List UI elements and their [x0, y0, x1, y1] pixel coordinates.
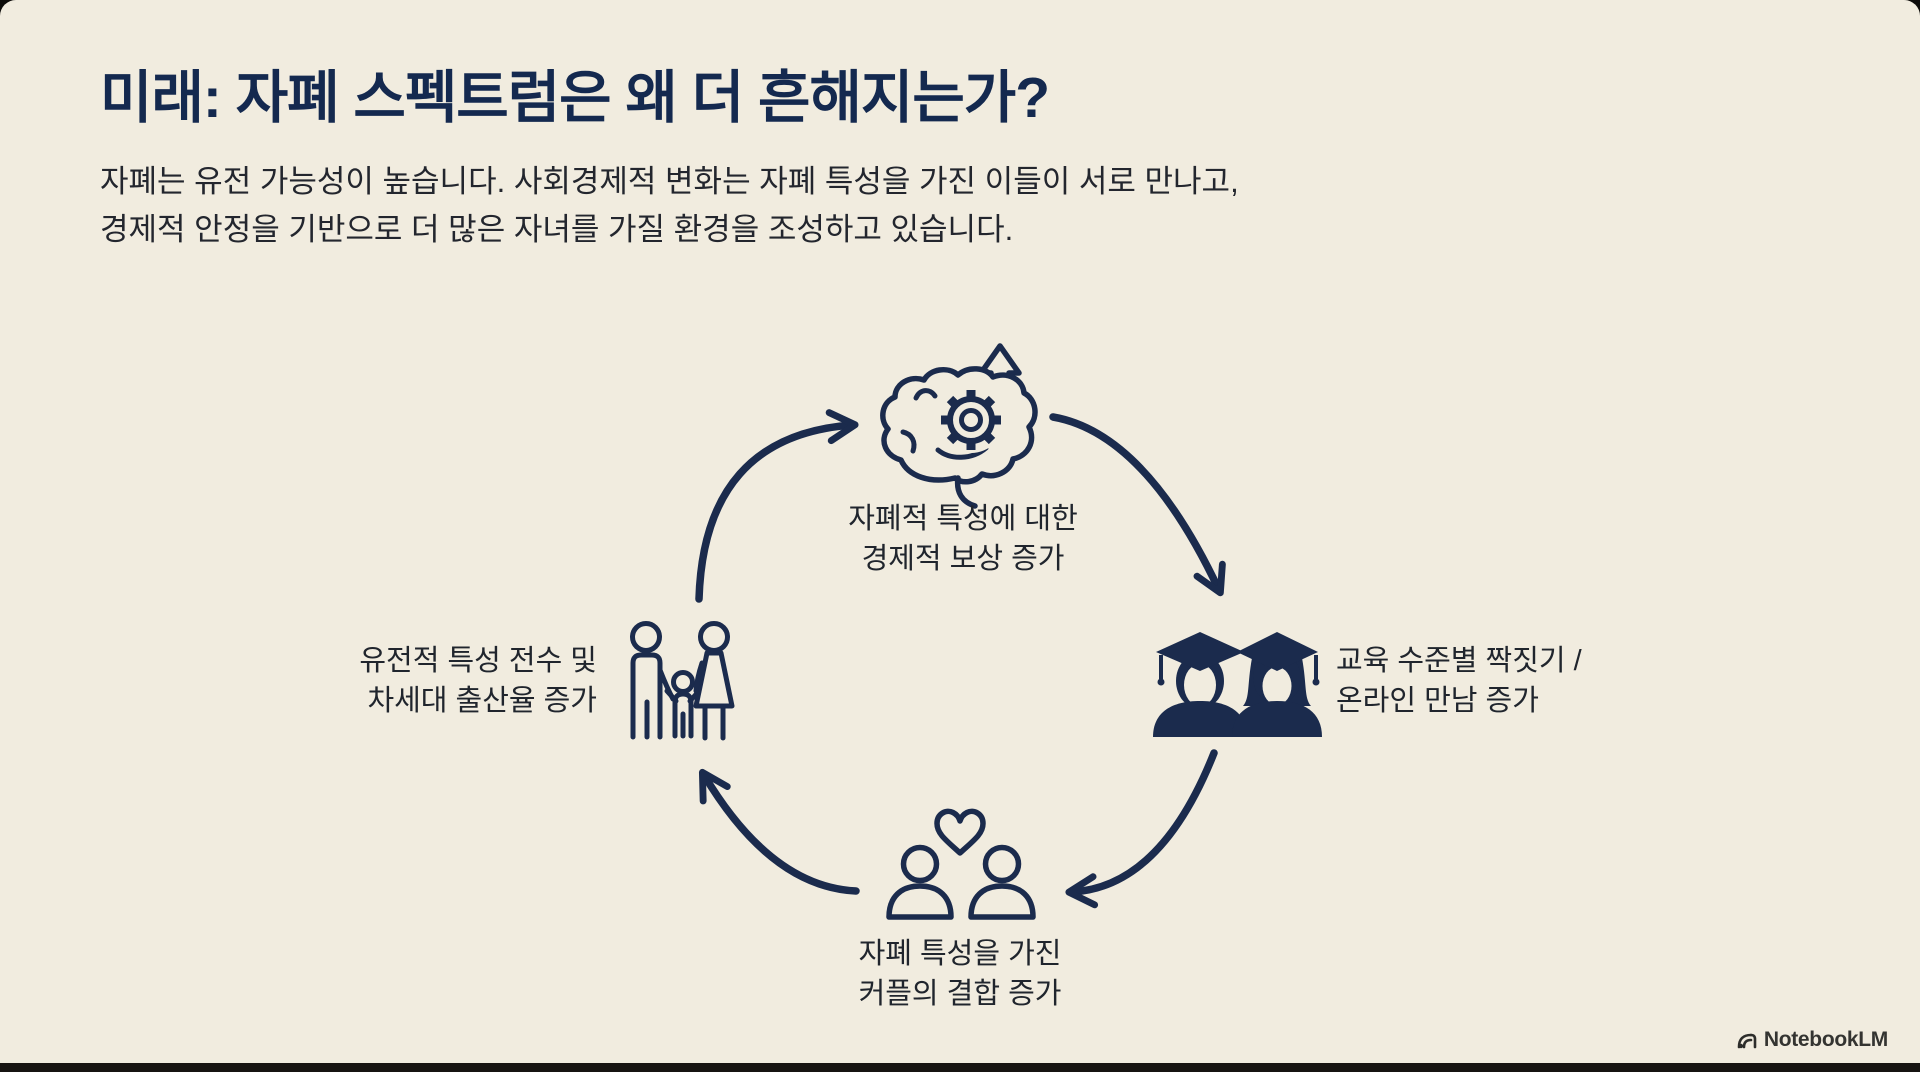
couple-heart-icon	[886, 808, 1036, 920]
label-couple-union-line-1: 자폐 특성을 가진	[858, 938, 1062, 970]
label-assortative-mating-line-1: 교육 수준별 짝짓기 /	[1336, 645, 1582, 677]
graduates-icon	[1153, 632, 1322, 737]
label-economic-reward-line-2: 경제적 보상 증가	[861, 543, 1065, 575]
arrow-brain-to-graduates	[1049, 413, 1226, 597]
label-genetic-transmission-line-2: 차세대 출산율 증가	[367, 685, 597, 717]
label-assortative-mating-line-2: 온라인 만남 증가	[1336, 685, 1539, 717]
label-genetic-transmission-line-1: 유전적 특성 전수 및	[359, 645, 597, 677]
arrow-couple-to-family	[698, 768, 860, 895]
label-economic-reward: 자폐적 특성에 대한 경제적 보상 증가	[763, 499, 1163, 579]
label-couple-union-line-2: 커플의 결합 증가	[858, 978, 1062, 1010]
label-genetic-transmission: 유전적 특성 전수 및 차세대 출산율 증가	[257, 641, 597, 721]
family-icon	[630, 621, 735, 741]
brain-gear-icon	[880, 343, 1038, 509]
subtitle-line-1: 자폐는 유전 가능성이 높습니다. 사회경제적 변화는 자폐 특성을 가진 이들…	[100, 164, 1239, 199]
label-assortative-mating: 교육 수준별 짝짓기 / 온라인 만남 증가	[1336, 641, 1696, 721]
notebooklm-brand-text: NotebookLM	[1763, 1028, 1888, 1051]
bottom-edge-bar	[0, 1063, 1920, 1072]
arrow-graduates-to-couple	[1065, 749, 1218, 909]
arrow-family-to-brain	[695, 409, 859, 603]
label-economic-reward-line-1: 자폐적 특성에 대한	[848, 503, 1078, 535]
label-couple-union: 자폐 특성을 가진 커플의 결합 증가	[760, 934, 1160, 1014]
page-subtitle: 자폐는 유전 가능성이 높습니다. 사회경제적 변화는 자폐 특성을 가진 이들…	[100, 158, 1239, 254]
notebooklm-brand: NotebookLM	[1736, 1028, 1888, 1052]
page-title: 미래: 자폐 스펙트럼은 왜 더 흔해지는가?	[100, 66, 1050, 130]
notebooklm-logo-icon	[1737, 1033, 1757, 1049]
subtitle-line-2: 경제적 안정을 기반으로 더 많은 자녀를 가질 환경을 조성하고 있습니다.	[100, 212, 1014, 247]
